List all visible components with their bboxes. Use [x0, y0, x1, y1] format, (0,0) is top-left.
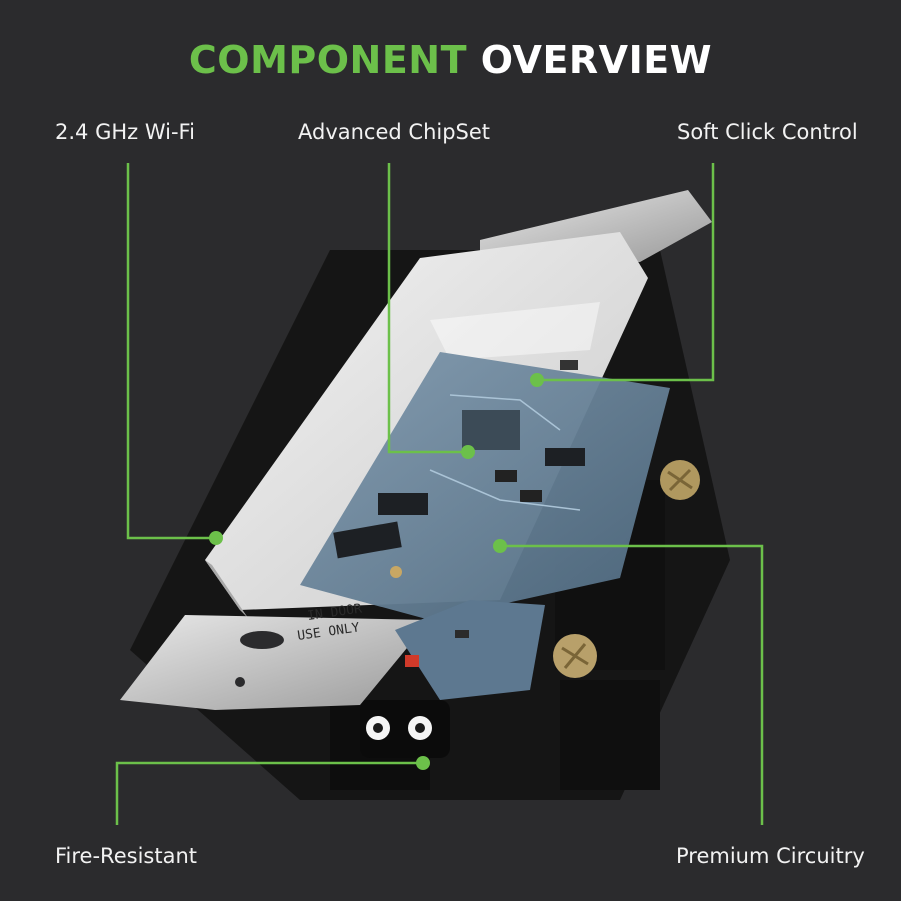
callout-wifi-label: 2.4 GHz Wi-Fi — [55, 120, 195, 144]
chipset-leader-line — [387, 163, 466, 454]
page-title: COMPONENT OVERVIEW — [0, 38, 901, 82]
wifi-dot — [209, 531, 223, 545]
circuit-board — [300, 352, 670, 620]
chipset-dot — [461, 445, 475, 459]
circuitry-leader-line — [500, 544, 764, 825]
title-main: OVERVIEW — [480, 38, 713, 82]
fire-resistant-leader-line — [115, 761, 421, 825]
callout-circuitry-label: Premium Circuitry — [676, 844, 865, 868]
fire-resistant-dot — [416, 756, 430, 770]
callout-chipset-label: Advanced ChipSet — [298, 120, 491, 144]
callout-dots — [209, 373, 544, 770]
wire-terminals — [360, 700, 450, 758]
wifi-leader-line — [126, 163, 214, 540]
callout-soft-click-label: Soft Click Control — [677, 120, 858, 144]
title-accent: COMPONENT — [188, 38, 468, 82]
callout-fire-resistant-label: Fire-Resistant — [55, 844, 197, 868]
callout-lines — [115, 163, 764, 825]
lower-circuit-board — [395, 600, 545, 700]
soft-click-dot — [530, 373, 544, 387]
circuitry-dot — [493, 539, 507, 553]
soft-click-leader-line — [537, 163, 715, 382]
terminal-screws — [553, 460, 700, 678]
